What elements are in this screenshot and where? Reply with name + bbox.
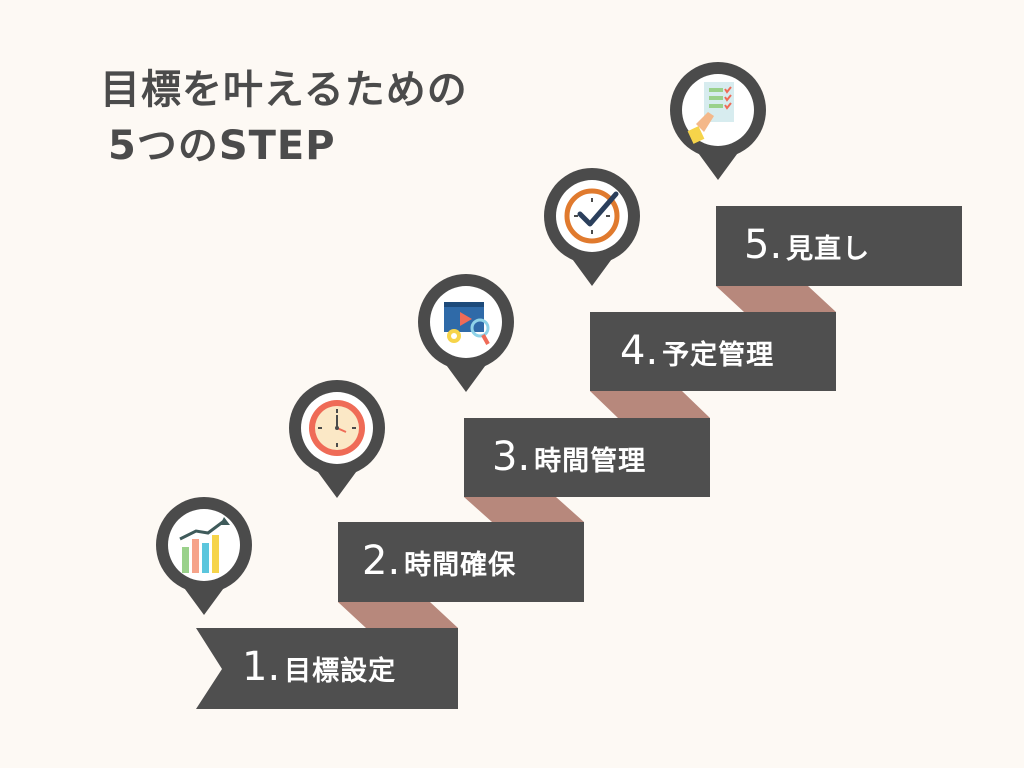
step-bar-1 <box>196 628 458 709</box>
step-number-2: 2. <box>362 538 401 584</box>
step-text-3: 時間管理 <box>534 446 647 477</box>
title-line-2: 5つのSTEP <box>108 123 336 169</box>
step-number-1: 1. <box>242 644 281 690</box>
step-bar-2 <box>338 522 584 602</box>
page-title: 目標を叶えるための 5つのSTEP <box>100 62 468 174</box>
step-number-5: 5. <box>744 222 783 268</box>
video-settings-icon <box>418 274 514 392</box>
step-text-2: 時間確保 <box>404 550 517 581</box>
connector-2-3 <box>464 497 584 522</box>
step-label-4: 4. 予定管理 <box>620 328 774 374</box>
step-label-2: 2. 時間確保 <box>362 538 516 584</box>
step-bar-4 <box>590 312 836 391</box>
step-bar-5 <box>716 206 962 286</box>
connector-4-5 <box>716 286 836 312</box>
title-line-1: 目標を叶えるための <box>100 67 468 113</box>
connector-3-4 <box>590 391 710 418</box>
step-number-3: 3. <box>492 434 531 480</box>
checklist-clipboard-icon <box>670 62 766 180</box>
step-bar-3 <box>464 418 710 497</box>
step-label-5: 5. 見直し <box>744 222 870 268</box>
clock-check-icon <box>544 168 640 286</box>
growth-chart-icon <box>156 497 252 615</box>
step-text-4: 予定管理 <box>662 340 775 371</box>
step-number-4: 4. <box>620 328 659 374</box>
step-label-3: 3. 時間管理 <box>492 434 646 480</box>
connector-1-2 <box>338 602 458 628</box>
step-text-1: 目標設定 <box>284 656 397 687</box>
step-label-1: 1. 目標設定 <box>242 644 396 690</box>
step-text-5: 見直し <box>786 234 871 265</box>
wall-clock-icon <box>289 380 385 498</box>
